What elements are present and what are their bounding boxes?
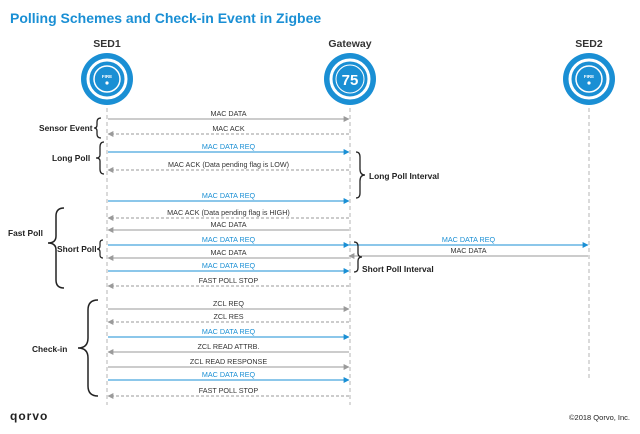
diagram-title: Polling Schemes and Check-in Event in Zi… <box>10 10 321 26</box>
message-label-20: FAST POLL STOP <box>199 386 259 395</box>
sed1-badge: FIRE <box>102 74 112 79</box>
message-label-15: ZCL RES <box>213 312 243 321</box>
brace-sensor-event <box>93 117 102 139</box>
message-label-12: MAC DATA REQ <box>202 261 256 270</box>
message-label-17: ZCL READ ATTRB. <box>198 342 260 351</box>
label-short-poll-interval: Short Poll Interval <box>362 264 434 274</box>
node-label-gateway: Gateway <box>328 38 371 50</box>
message-label-19: MAC DATA REQ <box>202 370 256 379</box>
message-label-6: MAC ACK (Data pending flag is HIGH) <box>167 208 290 217</box>
sed1-fire-alarm-icon: FIRE <box>81 53 133 105</box>
sed2-badge: FIRE <box>584 74 594 79</box>
label-long-poll: Long Poll <box>52 153 90 163</box>
message-label-14: ZCL REQ <box>213 299 244 308</box>
message-label-8: MAC DATA REQ <box>202 235 256 244</box>
brace-check-in <box>77 299 99 397</box>
gateway-thermostat-icon: 75 <box>324 53 376 105</box>
brace-short-poll <box>96 239 104 259</box>
brace-fast-poll <box>47 207 65 289</box>
sed2-fire-alarm-icon: FIRE <box>563 53 615 105</box>
message-label-13: FAST POLL STOP <box>199 276 259 285</box>
label-sensor-event: Sensor Event <box>39 123 93 133</box>
node-label-sed1: SED1 <box>93 38 121 50</box>
message-label-18: ZCL READ RESPONSE <box>190 357 267 366</box>
message-label-7: MAC DATA <box>210 220 246 229</box>
brace-short-poll-interval <box>353 241 363 273</box>
node-label-sed2: SED2 <box>575 38 603 50</box>
label-short-poll: Short Poll <box>57 244 97 254</box>
label-fast-poll: Fast Poll <box>8 228 43 238</box>
label-long-poll-interval: Long Poll Interval <box>369 171 439 181</box>
message-label-10: MAC DATA <box>450 246 486 255</box>
copyright-text: ©2018 Qorvo, Inc. <box>569 413 630 422</box>
message-label-5: MAC DATA REQ <box>202 191 256 200</box>
message-label-16: MAC DATA REQ <box>202 327 256 336</box>
brace-long-poll-interval <box>355 151 366 199</box>
message-label-2: MAC ACK <box>212 124 245 133</box>
label-check-in: Check-in <box>32 344 67 354</box>
message-label-4: MAC ACK (Data pending flag is LOW) <box>168 160 289 169</box>
message-label-3: MAC DATA REQ <box>202 142 256 151</box>
gateway-badge: 75 <box>342 72 359 89</box>
message-group: MAC DATA MAC ACK MAC DATA REQ MAC ACK (Data… <box>107 109 589 399</box>
message-label-1: MAC DATA <box>210 109 246 118</box>
message-label-9: MAC DATA REQ <box>442 235 496 244</box>
qorvo-logo: qorvo <box>10 409 48 423</box>
message-label-11: MAC DATA <box>210 248 246 257</box>
brace-long-poll <box>95 141 105 175</box>
